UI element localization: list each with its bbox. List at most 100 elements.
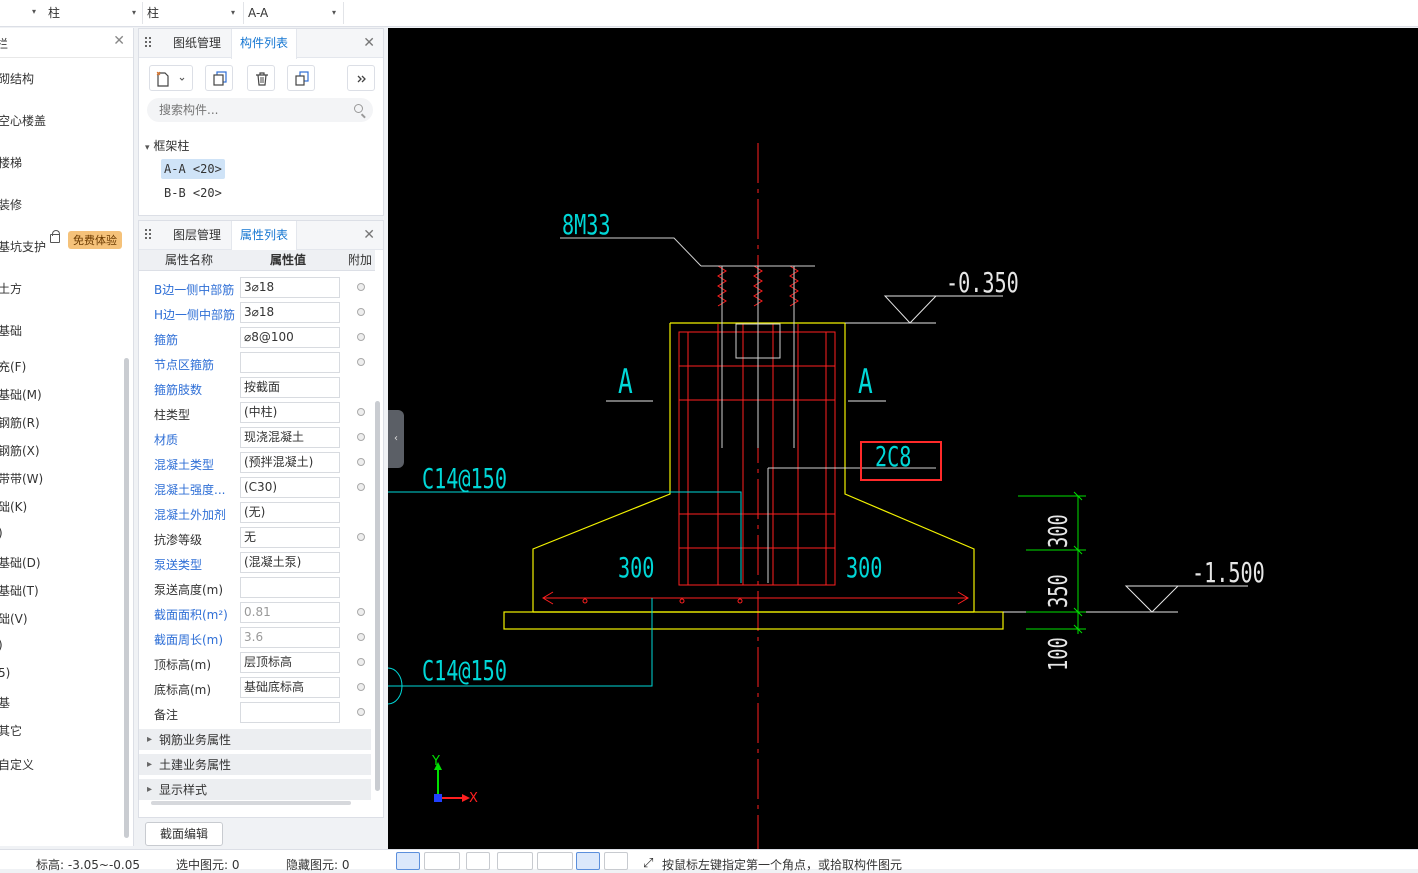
sidebar-item[interactable]: 础(K)	[0, 500, 28, 514]
tree-group-frame-column[interactable]: ▾ 框架柱	[145, 137, 189, 154]
sidebar-item[interactable]: )	[0, 526, 3, 540]
search-input[interactable]	[159, 101, 339, 119]
collapse-panel-button[interactable]: ‹	[388, 410, 404, 468]
property-row[interactable]: 泵送类型(混凝土泵)	[139, 551, 375, 576]
extra-toggle[interactable]	[357, 708, 365, 716]
sidebar-item[interactable]: 基础	[0, 324, 23, 338]
tab-component-list[interactable]: 构件列表	[231, 29, 298, 59]
sidebar-item[interactable]: 充(F)	[0, 360, 27, 374]
property-value-field[interactable]: 基础底标高	[240, 677, 340, 698]
scrollbar[interactable]	[375, 401, 380, 791]
property-value-field[interactable]: 无	[240, 527, 340, 548]
property-row[interactable]: 混凝土外加剂(无)	[139, 501, 375, 526]
property-row[interactable]: 截面周长(m)3.6	[139, 626, 375, 651]
copy-component-button[interactable]	[205, 65, 233, 91]
close-icon[interactable]: ✕	[363, 227, 375, 243]
property-value-field[interactable]: (预拌混凝土)	[240, 452, 340, 473]
grid-button[interactable]	[576, 852, 600, 870]
drag-handle-icon[interactable]	[145, 37, 153, 49]
offset-button[interactable]	[537, 852, 573, 870]
sidebar-item[interactable]: 基础(T)	[0, 584, 39, 598]
chevron-down-icon[interactable]: ▾	[32, 7, 37, 16]
sidebar-item[interactable]: 基础(D)	[0, 556, 41, 570]
property-section[interactable]: 土建业务属性	[139, 754, 371, 776]
sidebar-item[interactable]: )	[0, 638, 3, 652]
tree-item-bb[interactable]: B-B <20>	[164, 186, 222, 200]
extra-toggle[interactable]	[357, 358, 365, 366]
property-value-field[interactable]: 3⌀18	[240, 277, 340, 298]
property-value-field[interactable]: 3.6	[240, 627, 340, 648]
extra-toggle[interactable]	[357, 283, 365, 291]
angle-button[interactable]	[497, 852, 533, 870]
property-value-field[interactable]	[240, 577, 340, 598]
sidebar-item[interactable]: 空心楼盖	[0, 114, 47, 128]
property-value-field[interactable]: (C30)	[240, 477, 340, 498]
property-row[interactable]: 泵送高度(m)	[139, 576, 375, 601]
property-row[interactable]: 截面面积(m²)0.81	[139, 601, 375, 626]
extra-toggle[interactable]	[357, 683, 365, 691]
property-row[interactable]: 抗渗等级无	[139, 526, 375, 551]
property-value-field[interactable]: 层顶标高	[240, 652, 340, 673]
property-row[interactable]: 备注	[139, 701, 375, 726]
snap-button[interactable]	[396, 852, 420, 870]
property-row[interactable]: 箍筋⌀8@100	[139, 326, 375, 351]
extra-toggle[interactable]	[357, 433, 365, 441]
free-trial-badge[interactable]: 免费体验	[68, 231, 122, 249]
scrollbar[interactable]	[124, 358, 129, 838]
component-type-select[interactable]: 柱 ▾	[147, 3, 239, 23]
property-row[interactable]: 柱类型(中柱)	[139, 401, 375, 426]
cad-drawing-canvas[interactable]: 8M33 -0.350 -1.500 A A 2C8 C14@150 C14@1…	[387, 28, 1418, 849]
search-icon[interactable]	[354, 104, 363, 113]
extra-toggle[interactable]	[357, 458, 365, 466]
property-value-field[interactable]	[240, 352, 340, 373]
property-row[interactable]: 底标高(m)基础底标高	[139, 676, 375, 701]
property-value-field[interactable]: 3⌀18	[240, 302, 340, 323]
extra-toggle[interactable]	[357, 633, 365, 641]
copy-to-floor-button[interactable]	[287, 65, 315, 91]
property-value-field[interactable]	[240, 702, 340, 723]
extra-toggle[interactable]	[357, 308, 365, 316]
component-select[interactable]: A-A ▾	[248, 3, 340, 23]
delete-component-button[interactable]	[247, 65, 275, 91]
floor-type-select[interactable]: 柱 ▾	[48, 3, 140, 23]
property-value-field[interactable]: 按截面	[240, 377, 340, 398]
property-row[interactable]: 节点区箍筋	[139, 351, 375, 376]
section-edit-button[interactable]: 截面编辑	[145, 822, 223, 846]
cross-select-button[interactable]	[466, 852, 490, 870]
property-value-field[interactable]: 0.81	[240, 602, 340, 623]
extra-toggle[interactable]	[357, 533, 365, 541]
sidebar-item[interactable]: 装修	[0, 198, 23, 212]
property-row[interactable]: 箍筋肢数按截面	[139, 376, 375, 401]
sidebar-item[interactable]: 础(V)	[0, 612, 28, 626]
extra-toggle[interactable]	[357, 408, 365, 416]
property-section[interactable]: 显示样式	[139, 779, 371, 801]
property-row[interactable]: 顶标高(m)层顶标高	[139, 651, 375, 676]
component-search[interactable]	[147, 98, 373, 122]
extra-toggle[interactable]	[357, 333, 365, 341]
arc-button[interactable]	[604, 852, 628, 870]
sidebar-item[interactable]: 带带(W)	[0, 472, 44, 486]
close-icon[interactable]: ✕	[113, 33, 125, 49]
property-row[interactable]: 混凝土类型(预拌混凝土)	[139, 451, 375, 476]
sidebar-item[interactable]: 基	[0, 696, 11, 710]
tree-item-aa[interactable]: A-A <20>	[161, 159, 225, 179]
sidebar-item[interactable]: 钢筋(X)	[0, 444, 40, 458]
property-value-field[interactable]: (无)	[240, 502, 340, 523]
tab-layer-management[interactable]: 图层管理	[173, 228, 222, 242]
property-row[interactable]: 材质现浇混凝土	[139, 426, 375, 451]
property-row[interactable]: 混凝土强度...(C30)	[139, 476, 375, 501]
sidebar-item[interactable]: 钢筋(R)	[0, 416, 40, 430]
sidebar-item[interactable]: 5)	[0, 666, 11, 680]
sidebar-item[interactable]: 土方	[0, 282, 23, 296]
sidebar-item[interactable]: 其它	[0, 724, 23, 738]
sidebar-item[interactable]: 基坑支护	[0, 240, 47, 254]
tab-property-list[interactable]: 属性列表	[231, 221, 298, 251]
property-value-field[interactable]: ⌀8@100	[240, 327, 340, 348]
extra-toggle[interactable]	[357, 483, 365, 491]
rebar-callout-label[interactable]: 2C8	[875, 440, 912, 473]
property-value-field[interactable]: (中柱)	[240, 402, 340, 423]
more-button[interactable]	[347, 65, 375, 91]
property-value-field[interactable]: (混凝土泵)	[240, 552, 340, 573]
extra-toggle[interactable]	[357, 608, 365, 616]
